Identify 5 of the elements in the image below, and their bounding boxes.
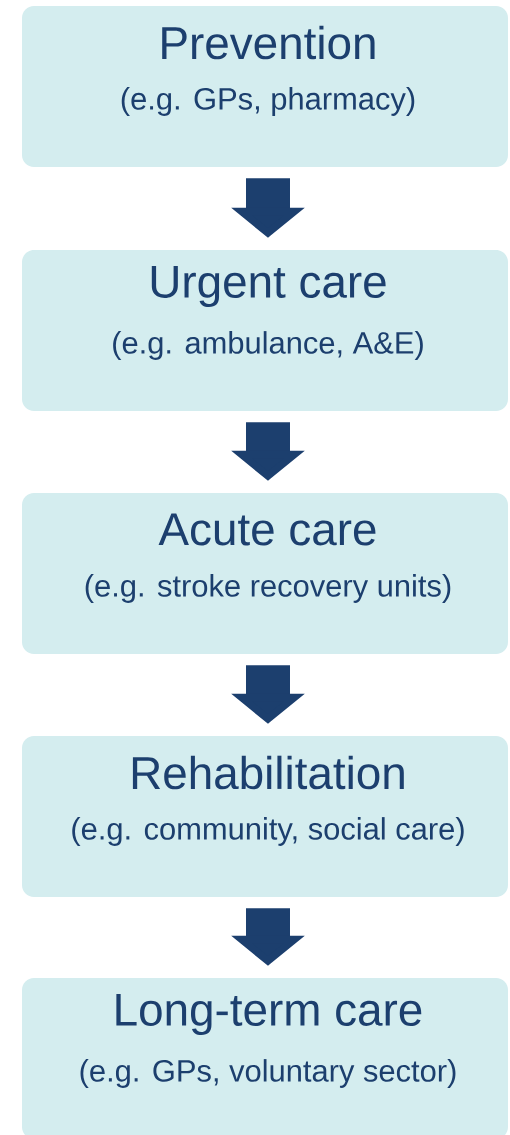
- process-box: Prevention (e.g. GPs, pharmacy): [22, 6, 508, 167]
- process-box: Acute care (e.g. stroke recovery units): [22, 493, 508, 654]
- process-box: Long-term care (e.g. GPs, voluntary sector): [22, 978, 508, 1135]
- process-box: Urgent care (e.g. ambulance, A&E): [22, 250, 508, 411]
- process-box: Rehabilitation (e.g. community, social care): [22, 736, 508, 897]
